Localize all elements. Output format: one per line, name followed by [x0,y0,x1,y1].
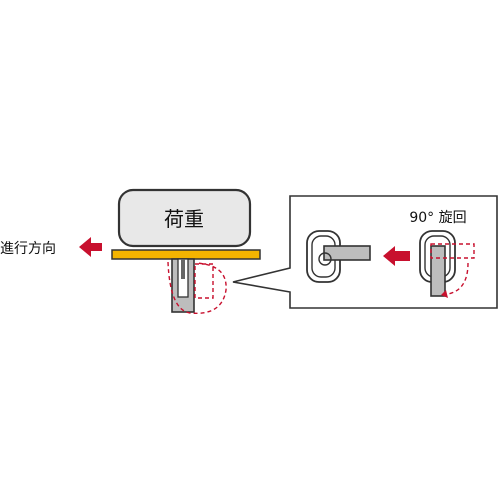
rotated-ghost-outline [194,263,214,299]
latch-part [171,258,195,313]
rotation-label: 90° 旋回 [409,210,466,226]
latch-vertical [419,230,456,297]
rotation-arc-head [441,290,448,298]
base-plate [111,249,261,260]
load-block [117,188,252,248]
rotation-arc-icon [167,261,227,314]
left-arrow-icon [383,246,410,266]
load-label: 荷重 [164,207,204,231]
rotation-arc-icon [447,262,469,295]
left-arrow-icon [79,237,102,257]
latch-horizontal [306,230,371,283]
direction-label: 進行方向 [0,241,56,257]
rotated-ghost-outline [430,243,475,259]
